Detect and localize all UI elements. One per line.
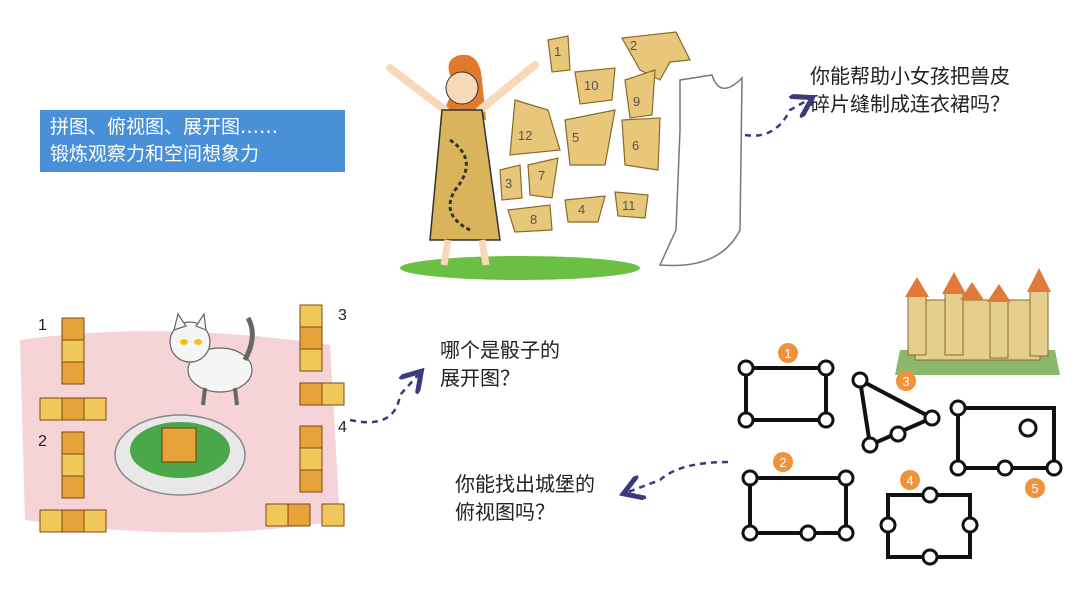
piece-label-3: 3 (505, 176, 512, 191)
piece-11 (614, 191, 649, 219)
piece-label-8: 8 (530, 212, 537, 227)
option-label-2: 2 (779, 455, 786, 470)
piece-7 (527, 157, 559, 199)
option-badge-2 (773, 452, 793, 472)
piece-8 (507, 204, 553, 233)
castle-option-2[interactable]: 2 (741, 452, 855, 542)
puzzle-arrow (744, 100, 808, 137)
piece-3 (499, 164, 523, 201)
intro-banner: 拼图、俯视图、展开图…… 锻炼观察力和空间想象力 (40, 110, 345, 172)
puzzle-scene: 1 2 10 9 12 5 6 3 7 8 4 11 (386, 31, 808, 280)
castle-option-1[interactable]: 1 (737, 343, 835, 429)
castle-figure (895, 268, 1060, 375)
castle-arrow (628, 460, 729, 492)
girl-figure (386, 54, 539, 266)
dice-net-3 (299, 304, 345, 406)
grass-patch (400, 256, 640, 280)
piece-2 (621, 31, 691, 81)
piece-label-4: 4 (578, 202, 585, 217)
piece-12 (509, 99, 561, 156)
piece-label-10: 10 (584, 78, 598, 93)
dice-net-label-4: 4 (338, 419, 347, 436)
castle-caption-line-1: 你能找出城堡的 (455, 472, 595, 496)
puzzle-caption: 你能帮助小女孩把兽皮 碎片缝制成连衣裙吗？ (810, 62, 1010, 118)
castle-option-4[interactable]: 4 (879, 470, 979, 566)
dice-net-1 (39, 317, 107, 421)
piece-numbers: 1 2 10 9 12 5 6 3 7 8 4 11 (505, 38, 640, 227)
banner-line-1: 拼图、俯视图、展开图…… (50, 116, 279, 138)
dice-net-2 (39, 431, 107, 533)
castle-scene: 1 2 3 (628, 268, 1063, 566)
piece-6 (621, 117, 661, 171)
option-label-3: 3 (902, 374, 909, 389)
piece-9 (624, 69, 656, 119)
castle-caption: 你能找出城堡的 俯视图吗？ (455, 470, 595, 526)
dice-net-numbers: 1 2 3 4 (38, 307, 347, 450)
cat-figure (169, 312, 255, 406)
dice-caption: 哪个是骰子的 展开图？ (440, 336, 560, 392)
piece-label-12: 12 (518, 128, 532, 143)
piece-10 (574, 67, 616, 105)
piece-label-5: 5 (572, 130, 579, 145)
dice-net-label-2: 2 (38, 433, 47, 450)
option-label-5: 5 (1031, 481, 1038, 496)
piece-4 (564, 195, 606, 223)
dice-arrow (349, 375, 418, 424)
piece-label-6: 6 (632, 138, 639, 153)
castle-option-5[interactable]: 5 (949, 399, 1063, 498)
dice-net-4 (265, 425, 345, 527)
castle-option-3[interactable]: 3 (851, 371, 941, 454)
banner-line-2: 锻炼观察力和空间想象力 (50, 143, 260, 165)
piece-5 (564, 109, 616, 166)
option-badge-1 (778, 343, 798, 363)
option-label-1: 1 (784, 346, 791, 361)
piece-label-1: 1 (554, 44, 561, 59)
option-label-4: 4 (906, 473, 913, 488)
dice-nets (39, 304, 345, 533)
castle-caption-line-2: 俯视图吗？ (455, 500, 555, 524)
dice-net-label-3: 3 (338, 307, 347, 324)
option-badge-3 (896, 371, 916, 391)
dice-caption-line-1: 哪个是骰子的 (440, 338, 560, 362)
puzzle-caption-line-2: 碎片缝制成连衣裙吗？ (810, 92, 1010, 116)
dress-outline (658, 74, 743, 267)
piece-label-9: 9 (633, 94, 640, 109)
piece-label-11: 11 (622, 198, 636, 213)
puzzle-pieces (499, 31, 691, 233)
dice-net-label-1: 1 (38, 317, 47, 334)
piece-label-2: 2 (630, 38, 637, 53)
dice-cube (161, 427, 197, 463)
piece-label-7: 7 (538, 168, 545, 183)
dice-scene: 1 2 3 4 (20, 304, 418, 533)
puzzle-caption-line-1: 你能帮助小女孩把兽皮 (810, 64, 1010, 88)
option-badge-5 (1025, 478, 1045, 498)
piece-1 (547, 35, 571, 73)
dice-caption-line-2: 展开图？ (440, 366, 520, 390)
option-badge-4 (900, 470, 920, 490)
